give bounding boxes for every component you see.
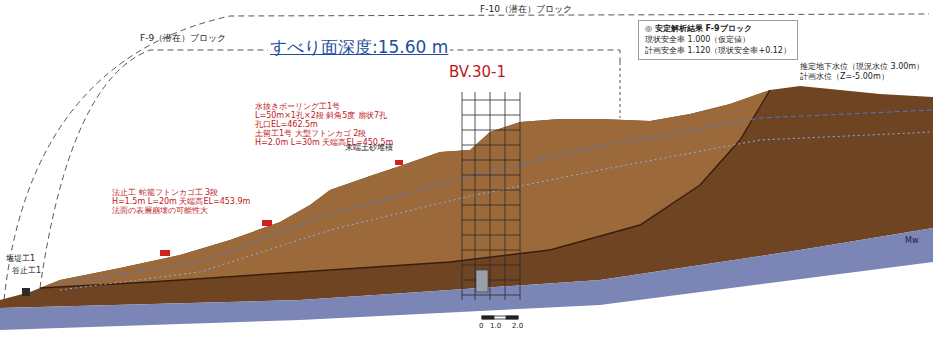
annotation: F-9（潜在）ブロック bbox=[140, 33, 226, 43]
box-text: 現状安全率 1.000（仮定値） bbox=[645, 35, 791, 46]
borehole-label: BV.30-1 bbox=[447, 64, 508, 81]
scale-bar bbox=[482, 316, 518, 319]
planned-water-line bbox=[60, 132, 933, 290]
annotation: 法止工 蛇籠フトンカゴ工 3段 bbox=[112, 188, 218, 197]
drain-boring bbox=[395, 160, 403, 165]
annotation: 谷止工1 bbox=[12, 266, 41, 275]
bedrock-layer bbox=[0, 228, 933, 330]
borehole-ladder bbox=[462, 92, 520, 300]
slope-toe-work bbox=[160, 250, 170, 256]
slip-surface bbox=[40, 90, 770, 288]
annotation: 推定地下水位（現況水位 3.00m） bbox=[800, 62, 924, 71]
dam-work bbox=[22, 288, 30, 296]
scale-label: 2.0 bbox=[512, 322, 523, 330]
box-text: 計画安全率 1.120（現状安全率+0.12） bbox=[645, 46, 791, 57]
box-heading: ◎ 安定解析結果 F-9ブロック bbox=[645, 24, 791, 35]
annotation: 末端土砂堆積 bbox=[345, 143, 393, 152]
retaining-work bbox=[262, 220, 272, 226]
slide-mass bbox=[40, 90, 770, 288]
block-divider bbox=[620, 62, 621, 118]
f9-block-outline bbox=[40, 50, 620, 288]
annotation: 孔口EL=462.5m bbox=[255, 120, 318, 129]
annotation: 土留工1号 大型フトンカゴ 2段 bbox=[255, 129, 366, 138]
annotation: L=50m×1孔×2段 斜角5度 扇状7孔 bbox=[255, 111, 387, 120]
annotation: F-10（潜在）ブロック bbox=[480, 4, 572, 14]
annotation: Mw bbox=[905, 236, 918, 245]
annotation: H=1.5m L=20m 天端高EL=453.9m bbox=[112, 197, 250, 206]
annotation: 計画水位（Z=-5.00m） bbox=[800, 72, 889, 81]
result-box: ◎ 安定解析結果 F-9ブロック現状安全率 1.000（仮定値）計画安全率 1.… bbox=[638, 20, 798, 60]
scale-label: 0 bbox=[479, 322, 483, 330]
f10-block-outline bbox=[4, 14, 929, 300]
scale-label: 1.0 bbox=[490, 322, 501, 330]
groundwater-line bbox=[60, 110, 933, 284]
annotation: 水抜きボーリング工1号 bbox=[255, 102, 340, 111]
annotation: 堰堤工1 bbox=[6, 254, 35, 263]
annotation: 法面の表層崩壊の可能性大 bbox=[112, 206, 208, 215]
slip-depth-label: すべり面深度:15.60 m bbox=[268, 38, 450, 58]
borehole-casing bbox=[476, 270, 488, 292]
